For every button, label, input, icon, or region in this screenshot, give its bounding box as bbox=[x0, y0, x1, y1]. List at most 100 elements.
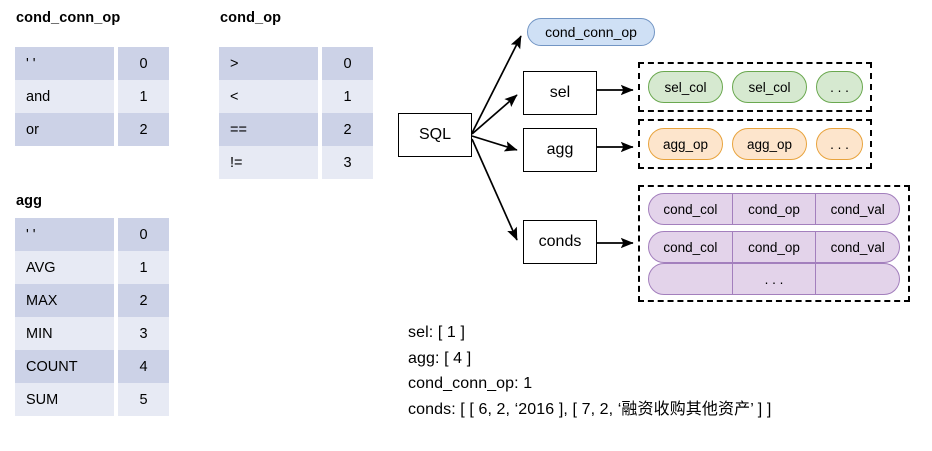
sql-structure-diagram: SQL sel agg conds cond_conn_op sel_col s… bbox=[390, 0, 932, 320]
sel-col-ellipsis-chip: . . . bbox=[816, 71, 863, 103]
arrow-sql-to-agg bbox=[471, 135, 518, 152]
table-row: SUM 5 bbox=[15, 383, 169, 416]
cell-label: ' ' bbox=[15, 218, 114, 251]
table-title-cond-conn-op: cond_conn_op bbox=[16, 10, 121, 26]
cell-value: 0 bbox=[322, 47, 373, 80]
cell-label: COUNT bbox=[15, 350, 114, 383]
cond-col-cell: cond_col bbox=[649, 232, 733, 262]
table-title-agg: agg bbox=[16, 193, 43, 209]
node-sql-label: SQL bbox=[418, 126, 451, 143]
cell-gap bbox=[114, 113, 118, 146]
cell-gap bbox=[318, 47, 322, 80]
agg-op-chip: agg_op bbox=[648, 128, 723, 160]
node-sel: sel bbox=[523, 71, 597, 115]
cell-label: or bbox=[15, 113, 114, 146]
cell-label: == bbox=[219, 113, 318, 146]
cell-gap bbox=[114, 317, 118, 350]
lookup-table-cond-op: > 0 < 1 == 2 != 3 bbox=[219, 47, 373, 179]
cond-ellipsis-cell: . . . bbox=[733, 264, 817, 294]
table-row: or 2 bbox=[15, 113, 169, 146]
example-line-cond-conn-op: cond_conn_op: 1 bbox=[408, 375, 533, 392]
table-row: != 3 bbox=[219, 146, 373, 179]
arrow-sql-to-cond-conn-op bbox=[471, 35, 522, 134]
cell-value: 2 bbox=[322, 113, 373, 146]
cell-value: 1 bbox=[322, 80, 373, 113]
cell-gap bbox=[114, 383, 118, 416]
sel-col-ellipsis-label: . . . bbox=[830, 79, 849, 95]
table-row: ' ' 0 bbox=[15, 47, 169, 80]
cell-gap bbox=[114, 218, 118, 251]
agg-list-container bbox=[638, 119, 872, 169]
example-line-conds: conds: [ [ 6, 2, ‘2016 ], [ 7, 2, ‘融资收购其… bbox=[408, 400, 772, 418]
cond-col-cell-empty bbox=[649, 264, 733, 294]
cell-label: SUM bbox=[15, 383, 114, 416]
cell-gap bbox=[114, 284, 118, 317]
arrow-layer bbox=[471, 35, 634, 249]
cell-label: AVG bbox=[15, 251, 114, 284]
table-row: < 1 bbox=[219, 80, 373, 113]
node-agg: agg bbox=[523, 128, 597, 172]
agg-op-ellipsis-label: . . . bbox=[830, 136, 849, 152]
example-line-sel: sel: [ 1 ] bbox=[408, 324, 466, 341]
sel-col-chip-label: sel_col bbox=[748, 79, 791, 95]
cell-value: 0 bbox=[118, 47, 169, 80]
table-row: AVG 1 bbox=[15, 251, 169, 284]
arrow-sql-to-conds bbox=[471, 138, 518, 241]
node-cond-conn-op: cond_conn_op bbox=[527, 18, 655, 46]
node-cond-conn-op-label: cond_conn_op bbox=[545, 24, 637, 40]
table-row: > 0 bbox=[219, 47, 373, 80]
cell-gap bbox=[318, 146, 322, 179]
agg-op-chip-label: agg_op bbox=[746, 136, 793, 152]
cell-label: > bbox=[219, 47, 318, 80]
agg-op-ellipsis-chip: . . . bbox=[816, 128, 863, 160]
example-encoding-block: sel: [ 1 ] agg: [ 4 ] cond_conn_op: 1 co… bbox=[408, 320, 928, 422]
node-sql: SQL bbox=[398, 113, 472, 157]
node-conds: conds bbox=[523, 220, 597, 264]
cell-value: 1 bbox=[118, 80, 169, 113]
cond-col-cell: cond_col bbox=[649, 194, 733, 224]
cond-ellipsis-row: . . . bbox=[648, 263, 900, 295]
cond-op-cell: cond_op bbox=[733, 194, 817, 224]
node-agg-label: agg bbox=[546, 141, 574, 158]
cell-label: MAX bbox=[15, 284, 114, 317]
cond-triple-row: cond_col cond_op cond_val bbox=[648, 193, 900, 225]
cell-label: and bbox=[15, 80, 114, 113]
cell-value: 3 bbox=[118, 317, 169, 350]
cell-value: 2 bbox=[118, 284, 169, 317]
cell-gap bbox=[318, 80, 322, 113]
agg-op-chip: agg_op bbox=[732, 128, 807, 160]
cell-value: 2 bbox=[118, 113, 169, 146]
sel-col-chip: sel_col bbox=[732, 71, 807, 103]
cell-gap bbox=[114, 80, 118, 113]
cell-value: 5 bbox=[118, 383, 169, 416]
table-row: ' ' 0 bbox=[15, 218, 169, 251]
cond-val-cell: cond_val bbox=[830, 201, 885, 217]
table-row: == 2 bbox=[219, 113, 373, 146]
cell-label: != bbox=[219, 146, 318, 179]
lookup-table-cond-conn-op: ' ' 0 and 1 or 2 bbox=[15, 47, 169, 146]
cell-value: 4 bbox=[118, 350, 169, 383]
example-line-agg: agg: [ 4 ] bbox=[408, 349, 472, 367]
table-row: and 1 bbox=[15, 80, 169, 113]
sel-col-chip: sel_col bbox=[648, 71, 723, 103]
cond-triple-row: cond_col cond_op cond_val bbox=[648, 231, 900, 263]
node-conds-label: conds bbox=[538, 233, 582, 250]
cell-gap bbox=[318, 113, 322, 146]
cell-value: 1 bbox=[118, 251, 169, 284]
table-row: MAX 2 bbox=[15, 284, 169, 317]
conds-list-container bbox=[638, 185, 910, 302]
sel-list-container bbox=[638, 62, 872, 112]
cell-label: ' ' bbox=[15, 47, 114, 80]
cell-label: < bbox=[219, 80, 318, 113]
cond-val-cell-empty bbox=[816, 264, 899, 294]
agg-op-chip-label: agg_op bbox=[662, 136, 709, 152]
cell-value: 0 bbox=[118, 218, 169, 251]
cond-op-cell: cond_op bbox=[733, 232, 817, 262]
cell-gap bbox=[114, 251, 118, 284]
node-sel-label: sel bbox=[549, 84, 571, 101]
table-title-cond-op: cond_op bbox=[220, 10, 282, 26]
cell-gap bbox=[114, 47, 118, 80]
cell-gap bbox=[114, 350, 118, 383]
cell-label: MIN bbox=[15, 317, 114, 350]
arrow-sql-to-sel bbox=[471, 94, 518, 135]
